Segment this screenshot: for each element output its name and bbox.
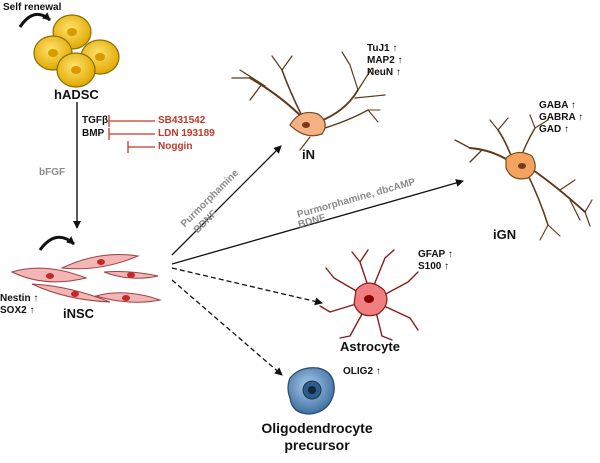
arrow-insc-to-in: [171, 145, 282, 256]
ign-label: iGN: [493, 227, 517, 242]
astrocyte-label: Astrocyte: [340, 339, 400, 354]
sb431542-label: SB431542: [158, 115, 206, 126]
olig2-label: OLIG2 ↑: [343, 366, 381, 377]
gabra-label: GABRA ↑: [539, 112, 584, 123]
in-label: iN: [302, 147, 315, 162]
insc-label: iNSC: [63, 306, 95, 321]
insc-self-renewal-arrow: [38, 235, 75, 251]
gfap-label: GFAP ↑: [418, 249, 453, 260]
astrocyte-icon: [319, 249, 419, 341]
map2-label: MAP2 ↑: [367, 55, 403, 66]
tgfb-label: TGFβ: [82, 115, 109, 126]
hadsc-cells-icon: [33, 14, 120, 88]
self-renewal-label: Self renewal: [3, 2, 62, 13]
arrow-insc-to-ign: [171, 179, 464, 265]
gad-label: GAD ↑: [539, 124, 569, 135]
self-renewal-arrow: [18, 12, 51, 28]
bmp-label: BMP: [82, 128, 105, 139]
tuj1-label: TuJ1 ↑: [367, 43, 398, 54]
hadsc-label: hADSC: [54, 87, 99, 102]
sox2-label: SOX2 ↑: [0, 305, 35, 316]
bfgf-label: bFGF: [39, 167, 66, 178]
arrow-insc-to-opc: [171, 279, 283, 376]
precursor-label: precursor: [284, 437, 350, 453]
insc-cells-icon: [10, 254, 162, 303]
gaba-label: GABA ↑: [539, 100, 576, 111]
s100-label: S100 ↑: [418, 261, 450, 272]
oligodendrocyte-label: Oligodendrocyte: [261, 420, 373, 436]
nestin-label: Nestin ↑: [0, 293, 39, 304]
neun-label: NeuN ↑: [367, 67, 401, 78]
noggin-label: Noggin: [158, 141, 193, 152]
arrow-insc-to-astrocyte: [171, 267, 323, 306]
ldn193189-label: LDN 193189: [158, 128, 215, 139]
